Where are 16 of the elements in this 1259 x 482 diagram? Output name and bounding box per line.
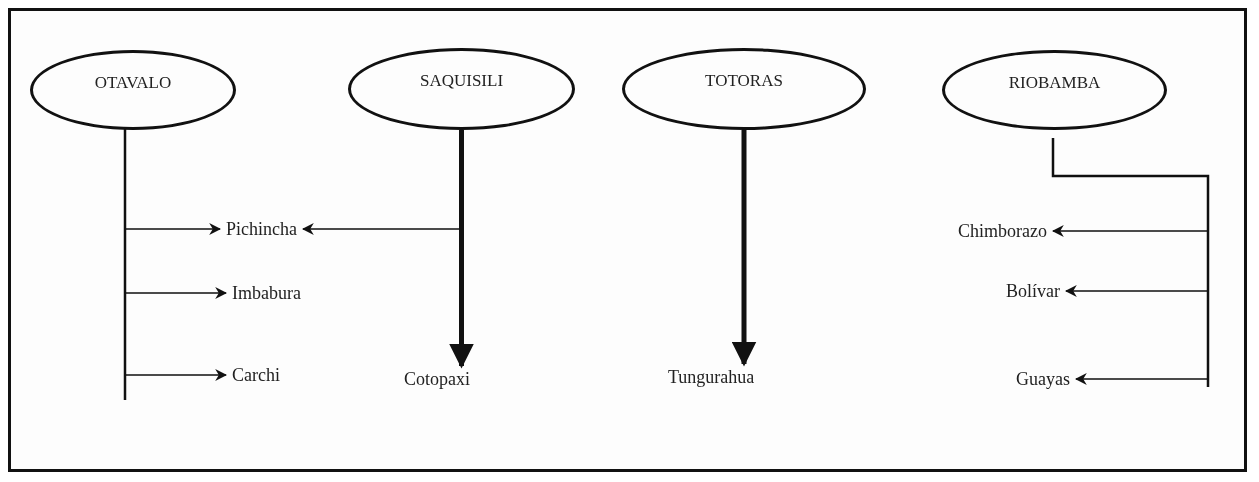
node-label: SAQUISILI (419, 71, 504, 91)
arrow (731, 130, 757, 367)
province-label: Imbabura (232, 282, 301, 304)
province-label: Carchi (232, 364, 280, 386)
node-label: OTAVALO (94, 73, 172, 93)
arrow (449, 130, 474, 369)
province-label: Chimborazo (958, 220, 1047, 242)
province-label: Tungurahua (668, 366, 755, 388)
province-label: Cotopaxi (404, 368, 470, 390)
arrow (1052, 137, 1209, 385)
province-label: Pichincha (226, 218, 297, 240)
province-label: Bolívar (1006, 280, 1060, 302)
node-label: RIOBAMBA (1008, 73, 1101, 93)
province-label: Guayas (1016, 368, 1070, 390)
node-label: TOTORAS (705, 71, 783, 91)
arrow (124, 129, 228, 381)
